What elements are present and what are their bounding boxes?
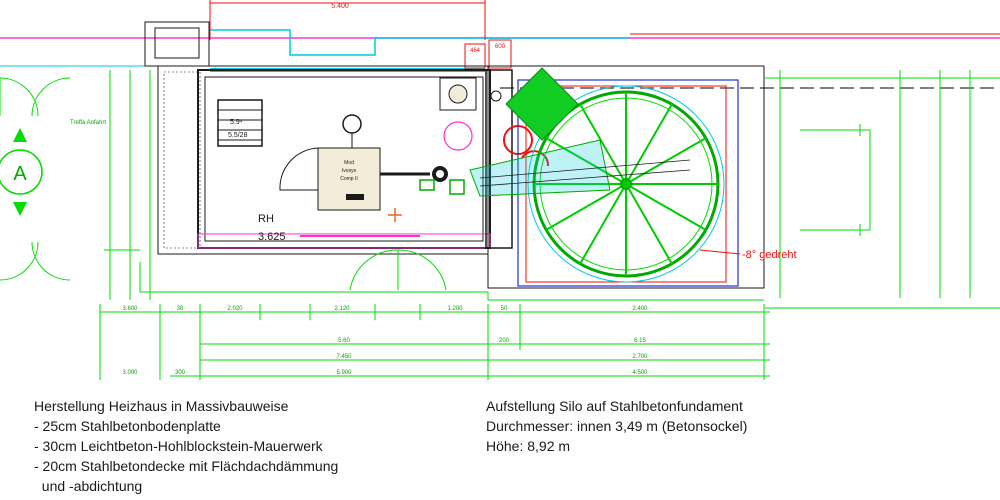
boiler-house-walls bbox=[157, 65, 765, 289]
construction-notes: Herstellung Heizhaus in Massivbauweise -… bbox=[34, 396, 454, 496]
dim-b3-1: 3.000 bbox=[122, 370, 138, 376]
dim-top-small: 464 bbox=[470, 48, 481, 54]
dim-b2-1: 200 bbox=[499, 338, 510, 344]
dim-b4-0: 300 bbox=[175, 370, 186, 376]
construction-note-item: und -abdichtung bbox=[34, 478, 143, 494]
entrance-area: Treffa Anfahrt A bbox=[0, 77, 106, 281]
dim-b1-3: 2.120 bbox=[334, 306, 350, 312]
dim-b1-5: 50 bbox=[501, 306, 508, 312]
silo-outer-ring bbox=[527, 85, 725, 283]
construction-note-item: - 25cm Stahlbetonbodenplatte bbox=[34, 418, 221, 434]
silo: -8° gedreht bbox=[469, 67, 797, 287]
boiler-label-2: Ivosys bbox=[342, 168, 357, 174]
dim-b1-1: 30 bbox=[177, 306, 184, 312]
construction-notes-title: Herstellung Heizhaus in Massivbauweise bbox=[34, 398, 289, 414]
right-dimensions bbox=[779, 70, 971, 298]
boiler-label-1: Mod bbox=[344, 160, 354, 166]
room-level: 3.625 bbox=[258, 231, 286, 243]
dim-b1-4: 1.200 bbox=[447, 306, 463, 312]
silo-note-item: Durchmesser: innen 3,49 m (Betonsockel) bbox=[486, 418, 748, 434]
room-label: RH bbox=[258, 213, 274, 225]
dim-b1-2: 2.020 bbox=[227, 306, 243, 312]
dim-b4-1: 5.900 bbox=[336, 370, 352, 376]
floor-plan-drawing: 5.400 464 600 Treffa Anfahrt A 5.9⁴ bbox=[0, 0, 1000, 380]
dim-b3-2: 2.700 bbox=[632, 354, 648, 360]
construction-note-item: - 30cm Leichtbeton-Hohlblockstein-Mauerw… bbox=[34, 438, 323, 454]
stair: 5.9⁴ 5.5/28 bbox=[217, 99, 263, 147]
stair-label-1: 5.9⁴ bbox=[230, 119, 243, 126]
dim-b1-6: 2.400 bbox=[632, 306, 648, 312]
boiler-label-3: Comp II bbox=[340, 176, 358, 182]
silo-notes: Aufstellung Silo auf Stahlbetonfundament… bbox=[486, 396, 906, 456]
dim-b1-0: 3.600 bbox=[122, 306, 138, 312]
dim-b2-0: 5.60 bbox=[338, 338, 350, 344]
dim-top-small-2: 600 bbox=[495, 44, 506, 50]
left-dimensions bbox=[104, 70, 151, 300]
dim-b3-0: 7.450 bbox=[336, 354, 352, 360]
stair-label-2: 5.5/28 bbox=[228, 132, 248, 139]
dim-top-label: 5.400 bbox=[331, 3, 349, 10]
compass-icon bbox=[0, 149, 43, 195]
bottom-dimensions: 3.600 30 2.020 2.120 1.200 50 2.400 5.60… bbox=[99, 304, 770, 380]
rotation-note: -8° gedreht bbox=[742, 249, 797, 261]
silo-notes-title: Aufstellung Silo auf Stahlbetonfundament bbox=[486, 398, 743, 414]
silo-hatch bbox=[505, 67, 579, 141]
dim-b4-2: 4.500 bbox=[632, 370, 648, 376]
silo-note-item: Höhe: 8,92 m bbox=[486, 438, 571, 454]
dim-b2-2: 6.15 bbox=[634, 338, 646, 344]
top-structure: 5.400 464 600 bbox=[144, 0, 630, 72]
boiler-unit: Mod Ivosys Comp II bbox=[279, 114, 465, 222]
bottom-door bbox=[139, 249, 764, 301]
side-label: Treffa Anfahrt bbox=[70, 120, 106, 126]
compass-letter: A bbox=[13, 163, 27, 185]
construction-note-item: - 20cm Stahlbetondecke mit Flächdachdämm… bbox=[34, 458, 339, 474]
